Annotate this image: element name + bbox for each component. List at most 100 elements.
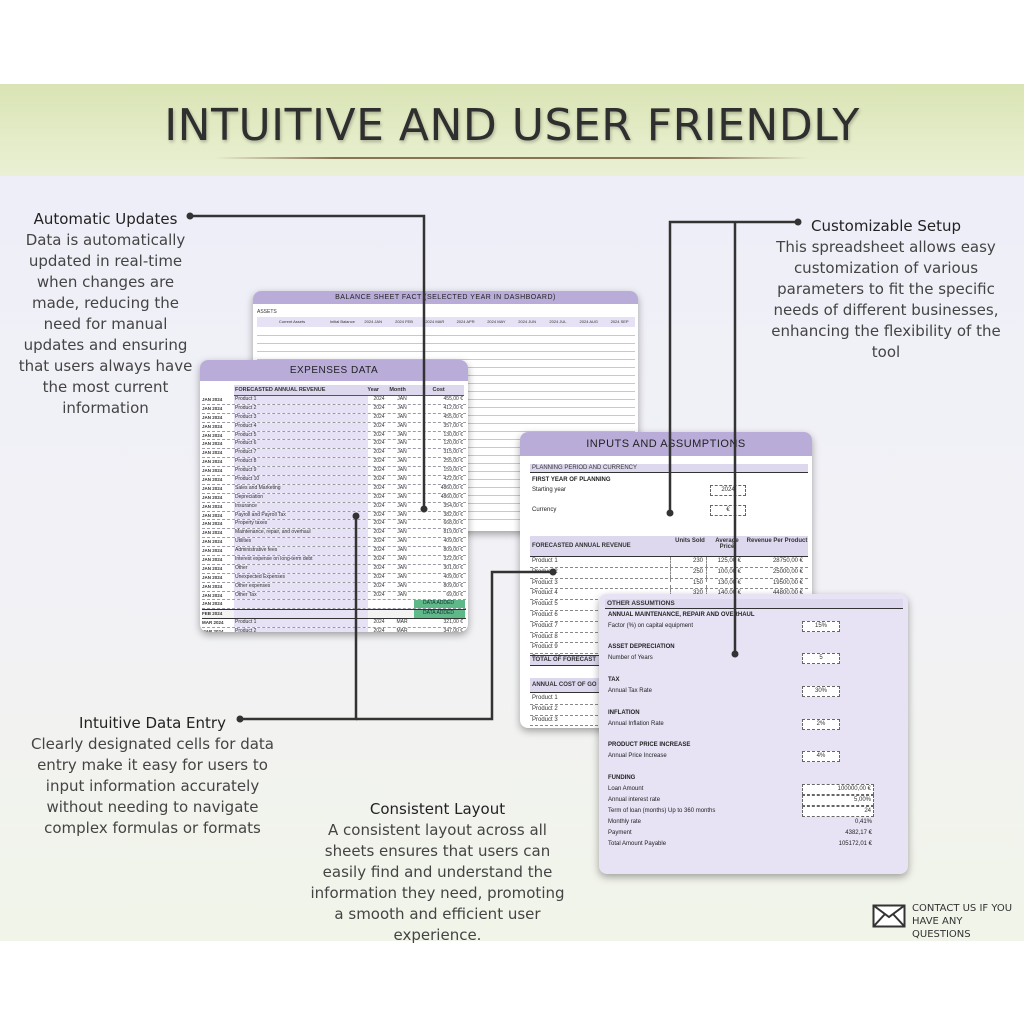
expense-year[interactable]: 2024 bbox=[373, 573, 385, 580]
expense-cost[interactable]: 357,00 € bbox=[443, 422, 463, 429]
expense-cost[interactable]: 455,00 € bbox=[443, 396, 463, 402]
expense-year[interactable]: 2024 bbox=[373, 449, 385, 456]
expense-cost[interactable]: DATA ADDED bbox=[414, 600, 465, 609]
expense-year[interactable]: 2024 bbox=[373, 556, 385, 563]
revenue-units[interactable]: 150 bbox=[670, 578, 706, 589]
expense-item[interactable]: Other expenses bbox=[234, 582, 368, 591]
expense-year[interactable]: 2024 bbox=[373, 538, 385, 545]
expense-cost[interactable]: 255,00 € bbox=[443, 458, 463, 465]
expense-month[interactable]: JAN bbox=[397, 573, 407, 580]
expense-year[interactable]: 2024 bbox=[373, 591, 385, 598]
rate-input[interactable]: 5,00% bbox=[802, 795, 874, 806]
expense-month[interactable]: JAN bbox=[397, 582, 407, 589]
expense-month[interactable]: MAR bbox=[396, 628, 408, 632]
price-input[interactable]: 4% bbox=[802, 751, 840, 762]
expense-cost[interactable]: 69,00 € bbox=[446, 591, 463, 598]
expense-cost[interactable]: 315,00 € bbox=[443, 449, 463, 456]
expense-cost[interactable]: 322,00 € bbox=[443, 556, 463, 563]
expense-item[interactable]: Interest expense on long-term debt bbox=[234, 556, 368, 564]
inflation-input[interactable]: 2% bbox=[802, 719, 840, 730]
revenue-price[interactable]: 125,00 € bbox=[706, 557, 744, 567]
expense-cost[interactable]: 809,00 € bbox=[443, 582, 463, 589]
expense-cost[interactable]: 422,00 € bbox=[443, 476, 463, 483]
expense-item[interactable]: Product 1 bbox=[234, 396, 368, 404]
expense-cost[interactable]: 354,00 € bbox=[443, 502, 463, 509]
expense-item[interactable]: Product 10 bbox=[234, 476, 368, 484]
expense-year[interactable]: 2024 bbox=[373, 529, 385, 536]
expense-cost[interactable]: 301,00 € bbox=[443, 564, 463, 571]
revenue-price[interactable]: 130,00 € bbox=[706, 578, 744, 589]
expense-year[interactable]: 2024 bbox=[373, 396, 385, 402]
expense-item[interactable]: Product 4 bbox=[234, 422, 368, 431]
expense-cost[interactable]: 819,00 € bbox=[443, 529, 463, 536]
expense-item[interactable]: Maintenance, repair, and overhaul bbox=[234, 529, 368, 538]
expense-month[interactable]: JAN bbox=[397, 476, 407, 483]
expense-item[interactable]: Product 8 bbox=[234, 458, 368, 467]
expense-cost[interactable]: 120,00 € bbox=[443, 440, 463, 447]
expense-month[interactable]: JAN bbox=[397, 449, 407, 456]
expense-month[interactable]: JAN bbox=[397, 431, 407, 438]
revenue-units[interactable]: 250 bbox=[670, 567, 706, 578]
expense-year[interactable]: 2024 bbox=[373, 511, 385, 518]
expense-month[interactable]: JAN bbox=[397, 529, 407, 536]
expense-cost[interactable]: 159,00 € bbox=[443, 467, 463, 474]
expense-month[interactable]: JAN bbox=[397, 440, 407, 447]
term-input[interactable]: 24 bbox=[802, 806, 874, 817]
expense-month[interactable]: JAN bbox=[397, 511, 407, 518]
expense-month[interactable]: JAN bbox=[397, 520, 407, 527]
expense-cost[interactable]: 412,00 € bbox=[443, 404, 463, 411]
expense-year[interactable]: 2024 bbox=[373, 484, 385, 491]
expense-year[interactable]: 2024 bbox=[373, 619, 385, 626]
expense-cost[interactable]: 809,00 € bbox=[443, 547, 463, 554]
expense-year[interactable]: 2024 bbox=[373, 431, 385, 438]
expense-item[interactable]: Product 9 bbox=[234, 467, 368, 476]
expense-year[interactable]: 2024 bbox=[373, 404, 385, 411]
expense-year[interactable]: 2024 bbox=[373, 467, 385, 474]
expense-cost[interactable]: 130,00 € bbox=[443, 431, 463, 438]
expense-item[interactable]: Unexpected Expenses bbox=[234, 573, 368, 582]
revenue-price[interactable]: 100,00 € bbox=[706, 567, 744, 578]
expense-year[interactable]: 2024 bbox=[373, 476, 385, 483]
expense-item[interactable]: Product 1 bbox=[234, 619, 368, 628]
loan-input[interactable]: 100000,00 € bbox=[802, 784, 874, 795]
expense-item[interactable]: Other bbox=[234, 564, 368, 573]
expense-cost[interactable]: 382,00 € bbox=[443, 511, 463, 518]
expense-month[interactable]: JAN bbox=[397, 493, 407, 500]
expense-cost[interactable]: DATA ADDED bbox=[414, 610, 465, 619]
expense-month[interactable]: JAN bbox=[397, 556, 407, 563]
expense-month[interactable]: JAN bbox=[397, 467, 407, 474]
expense-year[interactable]: 2024 bbox=[373, 628, 385, 632]
expense-item[interactable] bbox=[234, 610, 368, 619]
expense-item[interactable]: Product 2 bbox=[234, 404, 368, 413]
expense-month[interactable]: JAN bbox=[397, 396, 407, 402]
revenue-units[interactable]: 230 bbox=[670, 557, 706, 567]
expense-month[interactable]: JAN bbox=[397, 458, 407, 465]
expense-item[interactable]: Insurance bbox=[234, 502, 368, 511]
expense-year[interactable]: 2024 bbox=[373, 582, 385, 589]
expense-month[interactable]: JAN bbox=[397, 413, 407, 420]
expense-year[interactable]: 2024 bbox=[373, 413, 385, 420]
tax-input[interactable]: 30% bbox=[802, 686, 840, 697]
expense-month[interactable]: JAN bbox=[397, 547, 407, 554]
dep-input[interactable]: 5 bbox=[802, 653, 840, 664]
expense-year[interactable]: 2024 bbox=[373, 440, 385, 447]
starting-year-input[interactable]: 2024 bbox=[710, 485, 746, 496]
expense-year[interactable]: 2024 bbox=[373, 547, 385, 554]
expense-cost[interactable]: 409,00 € bbox=[443, 573, 463, 580]
expense-item[interactable]: Payroll and Payroll Tax bbox=[234, 511, 368, 520]
expense-cost[interactable]: 321,00 € bbox=[443, 619, 463, 626]
expense-item[interactable]: Product 5 bbox=[234, 431, 368, 440]
expense-month[interactable]: JAN bbox=[397, 422, 407, 429]
expense-month[interactable]: JAN bbox=[397, 591, 407, 598]
expense-year[interactable]: 2024 bbox=[373, 564, 385, 571]
expense-cost[interactable]: 455,00 € bbox=[443, 413, 463, 420]
expense-item[interactable]: Product 3 bbox=[234, 413, 368, 422]
expense-item[interactable] bbox=[234, 600, 368, 609]
expense-cost[interactable]: 4860,00 € bbox=[440, 484, 463, 491]
expense-item[interactable]: Sales and Marketing bbox=[234, 484, 368, 493]
contact-block[interactable]: CONTACT US IF YOU HAVE ANY QUESTIONS bbox=[870, 902, 1020, 940]
expense-year[interactable]: 2024 bbox=[373, 458, 385, 465]
expense-item[interactable]: Product 2 bbox=[234, 628, 368, 632]
expense-month[interactable]: MAR bbox=[396, 619, 408, 626]
expense-month[interactable]: JAN bbox=[397, 404, 407, 411]
